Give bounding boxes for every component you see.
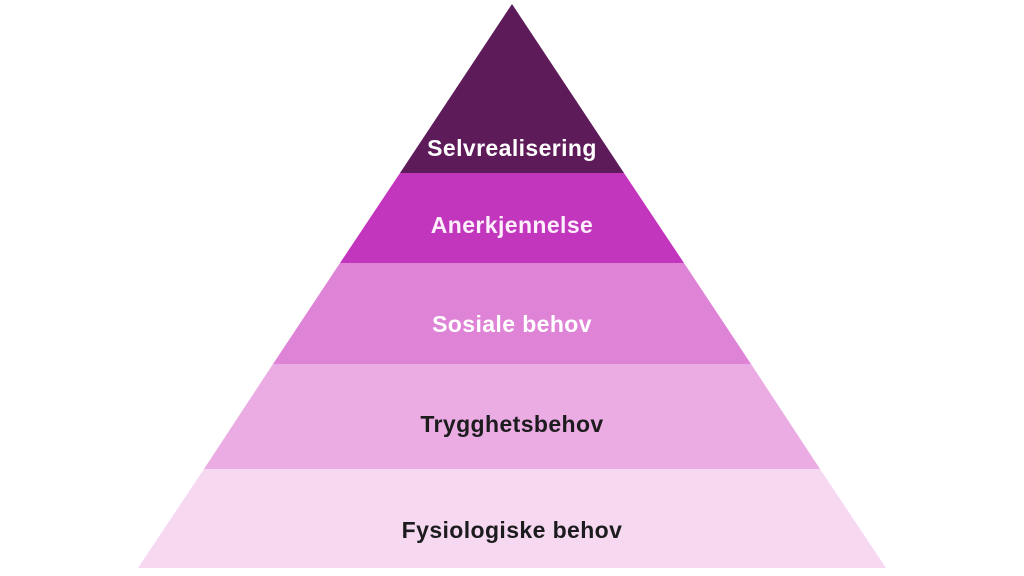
pyramid-level-1-shape <box>400 4 624 173</box>
pyramid-level-5-label: Fysiologiske behov <box>402 517 623 543</box>
pyramid-level-1-label: Selvrealisering <box>427 135 597 161</box>
pyramid-level-3-shape <box>273 263 751 364</box>
pyramid-level-3-label: Sosiale behov <box>432 311 592 337</box>
pyramid-level-5-shape <box>138 469 886 568</box>
pyramid-level-4-label: Trygghetsbehov <box>420 411 603 437</box>
pyramid-level-4-shape <box>204 364 820 469</box>
pyramid-level-2-label: Anerkjennelse <box>431 212 593 238</box>
pyramid-level-2-shape <box>340 173 684 263</box>
